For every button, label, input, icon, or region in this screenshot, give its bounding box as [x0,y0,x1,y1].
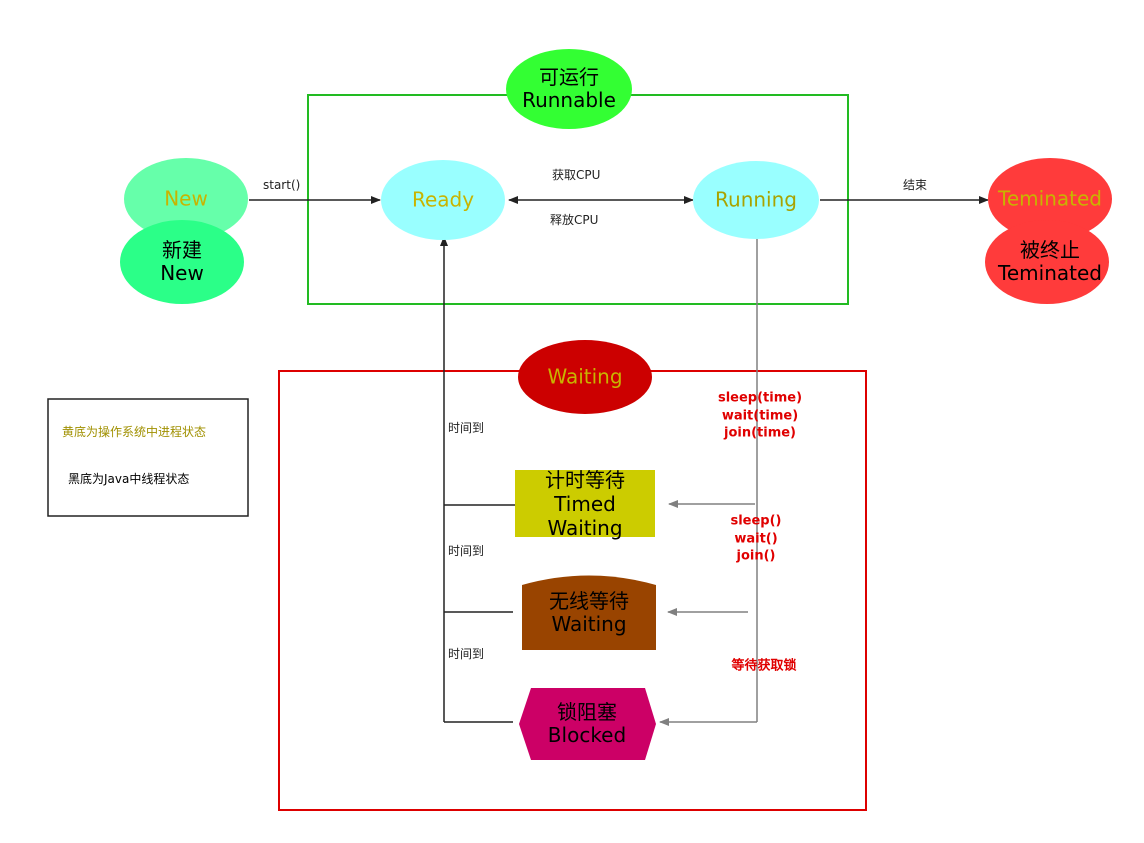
ready-label: Ready [411,187,475,212]
new-os-label: New [164,186,208,211]
node-ready [381,160,505,240]
timed-waiting-label-en-2: Waiting [547,516,623,540]
timed-waiting-label: 计时等待 Timed Waiting [545,468,625,540]
node-terminated-java [985,220,1109,304]
terminated-java-label-en: Teminated [998,261,1102,285]
wait-lock-label: 等待获取锁 [731,658,797,674]
legend-java-note: 黑底为Java中线程状态 [68,472,190,486]
node-timed-waiting [515,470,655,537]
node-running [693,161,819,239]
new-java-label-en: New [160,261,204,285]
new-java-label: 新建 New [160,239,204,285]
new-java-label-cn: 新建 [162,238,202,262]
untimed-call-sleep: sleep() [730,513,782,529]
runnable-label-cn: 可运行 [539,65,599,89]
running-label: Running [715,187,797,212]
runnable-label-en: Runnable [522,88,616,112]
timed-call-wait: wait(time) [721,408,799,424]
timed-calls-label: sleep(time) wait(time) join(time) [718,390,802,443]
waiting-label: Waiting [547,364,623,389]
edge-timeout-label-3: 时间到 [448,647,485,661]
node-waiting [518,340,652,414]
edge-acquire-cpu-label: 获取CPU [552,168,601,182]
blocked-label-en: Blocked [547,723,627,747]
terminated-java-label-cn: 被终止 [1020,238,1080,262]
node-new-java [120,220,244,304]
unlimited-waiting-label-en: Waiting [551,612,627,636]
blocked-label-cn: 锁阻塞 [556,700,617,724]
edge-timeout-label-1: 时间到 [448,421,485,435]
node-new-os [124,158,248,240]
node-terminated-os [988,158,1112,240]
untimed-calls-label: sleep() wait() join() [730,513,781,566]
unlimited-waiting-label-cn: 无线等待 [549,589,629,613]
edge-timeout-label-2: 时间到 [448,544,485,558]
unlimited-waiting-label: 无线等待 Waiting [549,590,629,636]
timed-waiting-label-en-1: Timed [554,492,616,516]
node-unlimited-waiting [522,575,656,650]
edge-finish-label: 结束 [903,178,928,192]
timed-waiting-label-cn: 计时等待 [545,468,625,492]
terminated-java-label: 被终止 Teminated [998,239,1102,285]
untimed-call-wait: wait() [734,531,778,547]
legend-os-note: 黄底为操作系统中进程状态 [62,425,207,439]
node-runnable [506,49,632,129]
terminated-os-label: Teminated [998,186,1102,211]
edge-start-label: start() [263,178,301,192]
node-blocked [519,688,656,760]
timed-call-join: join(time) [723,425,796,441]
blocked-label: 锁阻塞 Blocked [548,701,626,747]
timed-call-sleep: sleep(time) [717,390,803,406]
edge-release-cpu-label: 释放CPU [550,213,599,227]
legend-box [47,398,249,517]
runnable-label: 可运行 Runnable [522,66,616,112]
untimed-call-join: join() [736,548,776,564]
